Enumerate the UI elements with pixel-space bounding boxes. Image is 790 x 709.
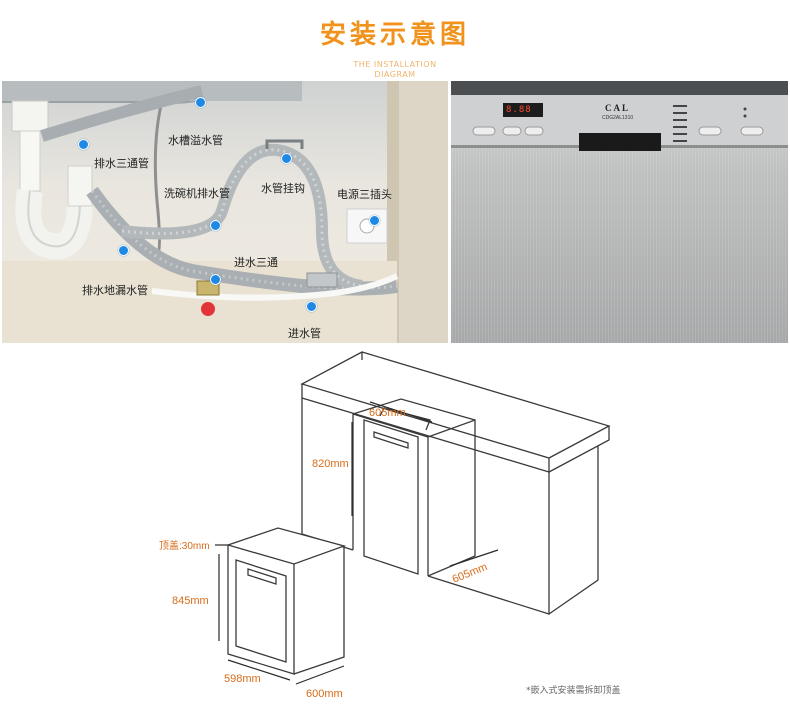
subtitle-line-1: THE INSTALLATION: [353, 60, 437, 69]
dimension-diagram: 605mm 820mm 605mm 顶盖:30mm 845mm 598mm 60…: [116, 344, 654, 705]
dim-unit-width: 598mm: [224, 673, 261, 685]
control-panel-illustration: [451, 81, 788, 343]
page-title: 安装示意图: [319, 20, 470, 50]
footnote: *嵌入式安装需拆卸顶盖: [526, 686, 621, 696]
callout-dot-drain-tee: [78, 139, 89, 150]
dim-unit-depth: 600mm: [306, 688, 343, 700]
dimension-line-drawing: [215, 351, 611, 685]
label-drain-tee: 排水三通管: [94, 157, 149, 170]
label-sink-overflow: 水槽溢水管: [168, 134, 223, 147]
callout-dot-dishwasher-drain: [210, 220, 221, 231]
dim-cabinet-height: 820mm: [312, 458, 349, 470]
label-hose-hook: 水管挂钩: [261, 182, 305, 195]
label-dishwasher-drain: 洗碗机排水管: [164, 187, 230, 200]
dim-cabinet-width: 605mm: [369, 407, 406, 419]
dimension-labels: 605mm 820mm 605mm 顶盖:30mm 845mm 598mm 60…: [159, 407, 490, 700]
label-power-socket: 电源三插头: [337, 188, 392, 201]
label-inlet-tee: 进水三通: [234, 256, 278, 269]
callout-dot-inlet-tee: [210, 274, 221, 285]
page-subtitle: THE INSTALLATION DIAGRAM: [0, 60, 790, 80]
dim-unit-height: 845mm: [172, 595, 209, 607]
control-panel-photo: 8.88 CAL CDG2AL1310: [451, 81, 788, 343]
panel-display: 8.88: [506, 105, 532, 115]
dim-cabinet-depth: 605mm: [451, 561, 490, 586]
subtitle-line-2: DIAGRAM: [374, 70, 416, 79]
label-inlet-pipe: 进水管: [288, 327, 321, 340]
callout-dot-power-socket: [369, 215, 380, 226]
callout-dot-floor-drain: [118, 245, 129, 256]
plumbing-photo: 水槽溢水管 排水三通管 洗碗机排水管 水管挂钩 电源三插头 进水三通 排水地漏水…: [2, 81, 448, 343]
model-number: CDG2AL1310: [602, 115, 634, 121]
callout-dot-hose-hook: [281, 153, 292, 164]
callout-dot-sink-overflow: [195, 97, 206, 108]
label-floor-drain: 排水地漏水管: [82, 284, 148, 297]
plumbing-illustration: [2, 81, 448, 343]
brand-logo: CAL: [605, 103, 631, 113]
callout-dot-inlet-pipe: [306, 301, 317, 312]
dim-top-cover: 顶盖:30mm: [159, 539, 210, 552]
